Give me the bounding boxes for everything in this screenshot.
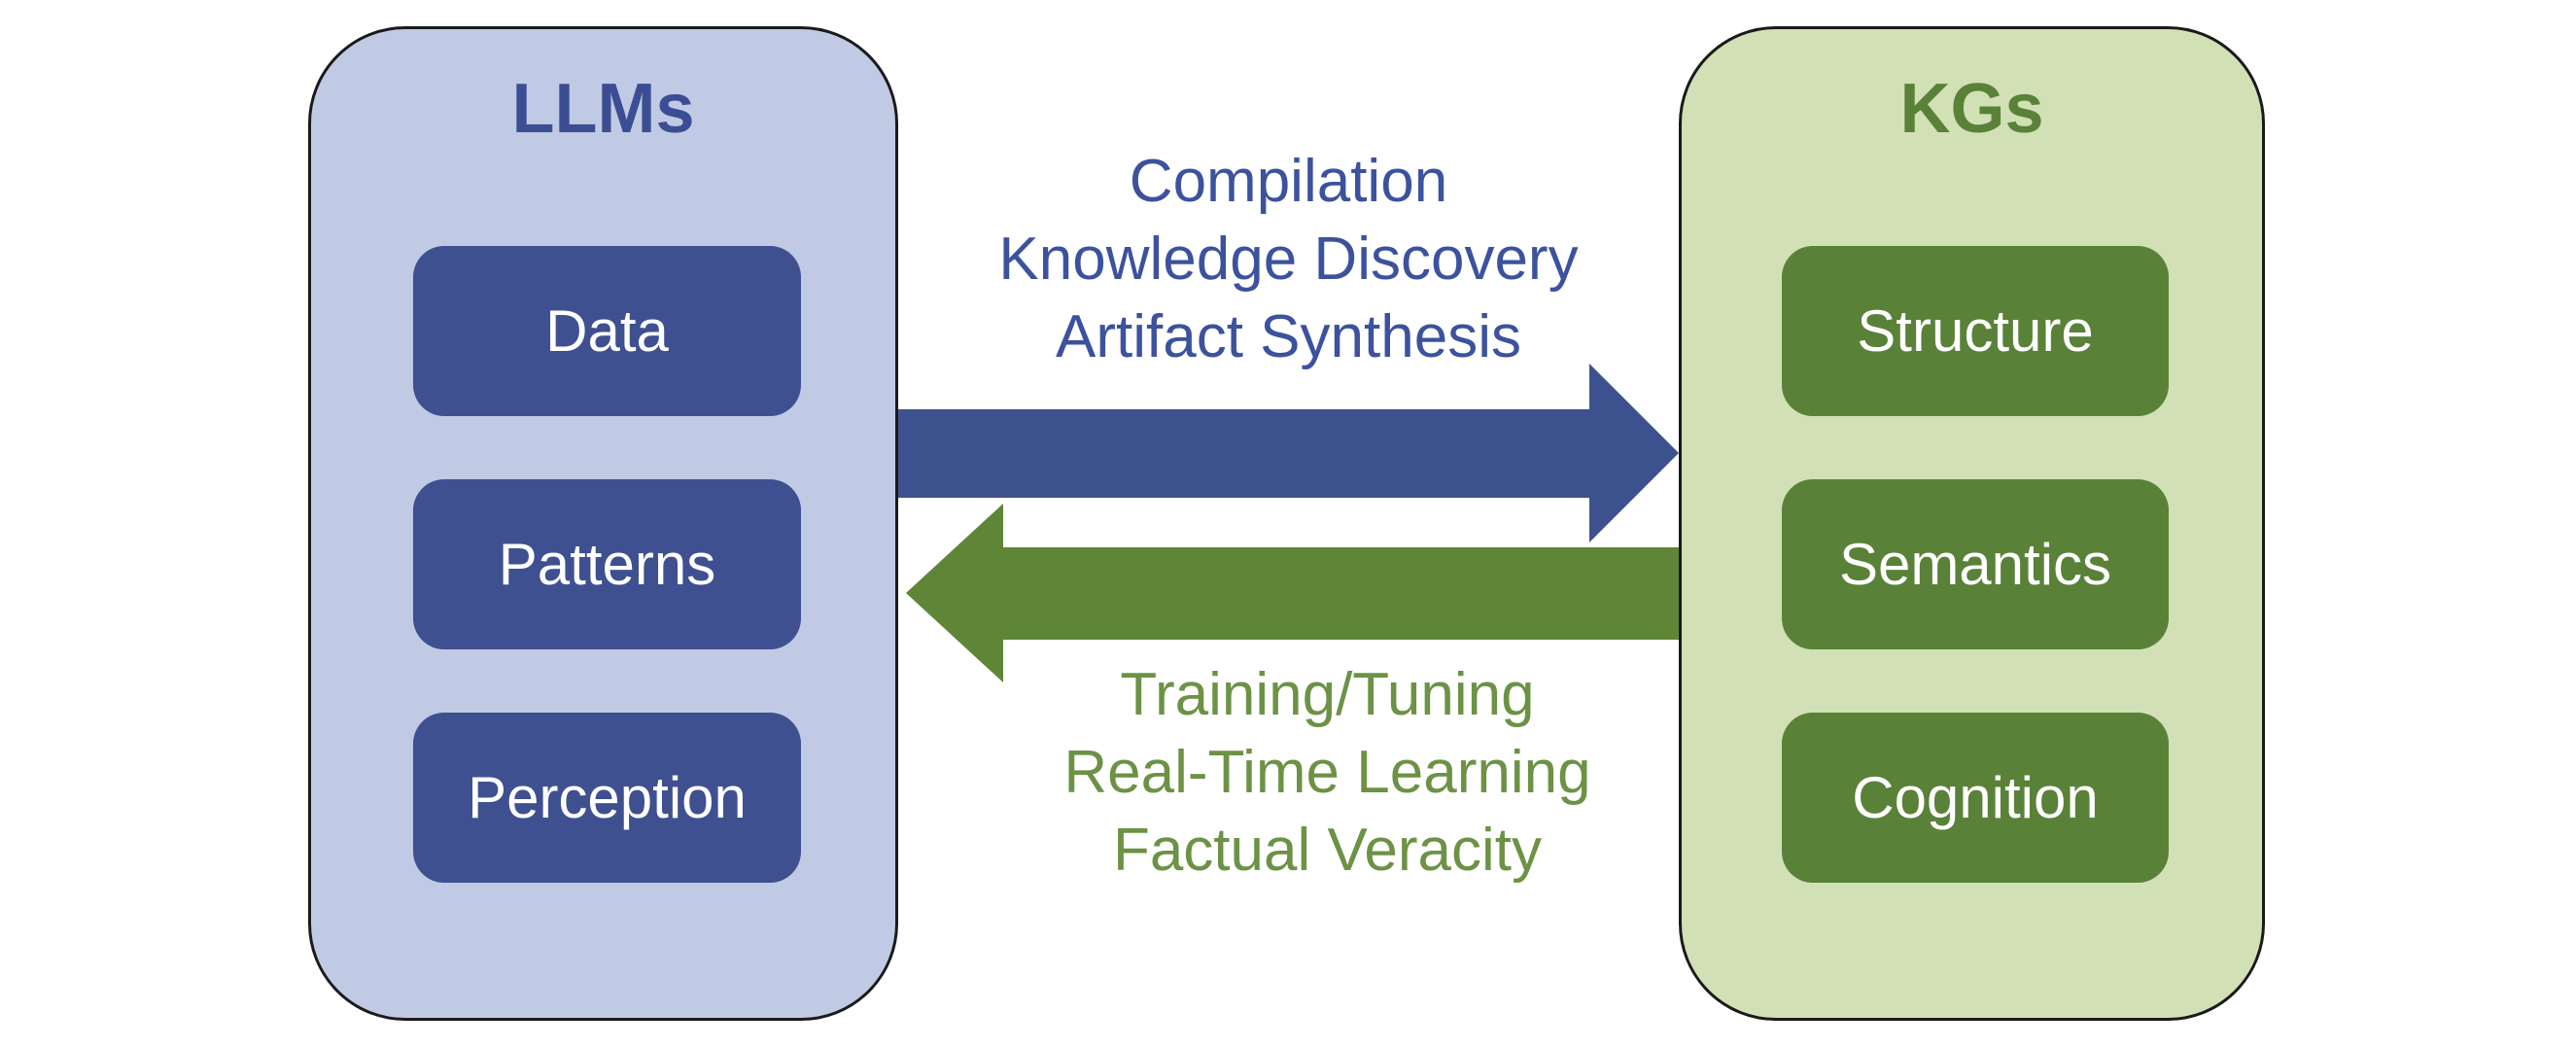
llms-item-data: Data	[413, 246, 801, 416]
right-arrow-icon	[898, 364, 1679, 542]
llms-item-patterns-label: Patterns	[498, 531, 716, 597]
forward-arrow-label-line: Knowledge Discovery	[998, 226, 1579, 293]
forward-arrow-label-line: Artifact Synthesis	[1056, 303, 1521, 370]
llms-to-kgs-arrow	[898, 364, 1679, 542]
kgs-panel-title: KGs	[1899, 70, 2044, 148]
llms-panel-title: LLMs	[511, 70, 695, 148]
kgs-item-structure: Structure	[1782, 246, 2169, 416]
backward-arrow-label-line: Factual Veracity	[1112, 817, 1543, 884]
kgs-item-cognition: Cognition	[1782, 713, 2169, 883]
llms-panel: LLMs Data Patterns Perception	[308, 26, 898, 1021]
forward-arrow-label-line: Compilation	[1129, 148, 1448, 215]
kgs-item-semantics-label: Semantics	[1838, 531, 2112, 597]
left-arrow-icon	[906, 504, 1679, 682]
kgs-to-llms-arrow	[906, 504, 1679, 682]
backward-arrow-labels: Training/Tuning Real-Time Learning Factu…	[937, 656, 1718, 890]
backward-arrow-label-line: Real-Time Learning	[1063, 739, 1591, 806]
backward-arrow-label-line: Training/Tuning	[1120, 661, 1535, 728]
llms-item-perception-label: Perception	[468, 764, 747, 830]
kgs-item-structure-label: Structure	[1857, 297, 2094, 364]
llms-item-data-label: Data	[545, 297, 669, 364]
kgs-panel: KGs Structure Semantics Cognition	[1679, 26, 2265, 1021]
llms-item-patterns: Patterns	[413, 479, 801, 649]
forward-arrow-labels: Compilation Knowledge Discovery Artifact…	[898, 143, 1679, 376]
kgs-item-semantics: Semantics	[1782, 479, 2169, 649]
kgs-item-cognition-label: Cognition	[1852, 764, 2099, 830]
llms-item-perception: Perception	[413, 713, 801, 883]
